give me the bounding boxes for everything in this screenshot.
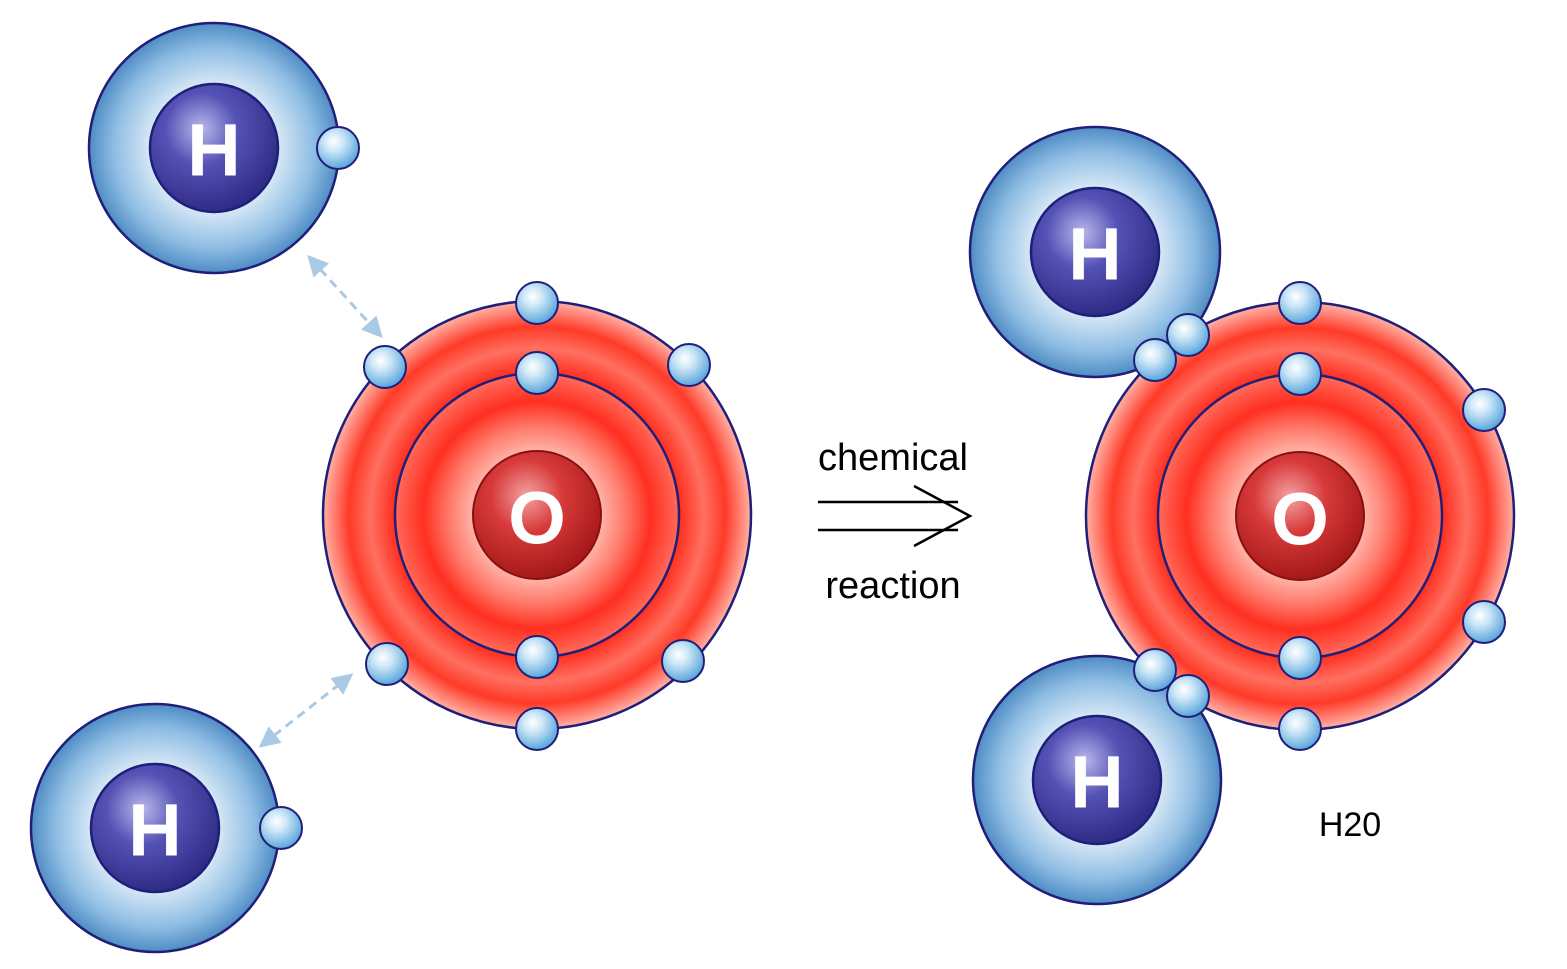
oxygen-right-electrons <box>1133 281 1506 751</box>
hydrogen-label: H <box>187 109 240 192</box>
reaction-label-top: chemical <box>818 437 968 479</box>
electron <box>365 642 409 686</box>
hydrogen-label: H <box>128 789 181 872</box>
electron <box>1278 352 1322 396</box>
hydrogen-nucleus <box>1029 186 1161 318</box>
electron <box>259 806 303 850</box>
oxygen-atom-right: O <box>1084 300 1516 732</box>
shared-electron <box>1166 674 1210 718</box>
hydrogen-nucleus <box>89 762 221 894</box>
electron <box>515 281 559 325</box>
electron <box>515 707 559 751</box>
hydrogen-label: H <box>1070 741 1123 824</box>
reaction-label-bottom: reaction <box>825 565 960 607</box>
oxygen-label: O <box>1271 478 1329 561</box>
oxygen-atom-left: O <box>321 281 753 751</box>
electron <box>316 126 360 170</box>
electron <box>1278 636 1322 680</box>
shared-electron <box>1166 313 1210 357</box>
shared-electron <box>1133 338 1177 382</box>
hydrogen-label: H <box>1068 213 1121 296</box>
double-arrow-icon <box>818 484 973 548</box>
hydrogen-atom-bonded-top: H <box>968 125 1222 379</box>
hydrogen-atom-top-left: H <box>87 21 360 275</box>
attraction-arrow-top <box>307 254 383 339</box>
oxygen-label: O <box>508 477 566 560</box>
electron <box>1462 388 1506 432</box>
electron <box>515 351 559 395</box>
electron <box>363 345 407 389</box>
electron <box>661 639 705 683</box>
product-label: H20 <box>1319 806 1381 844</box>
shared-electron <box>1133 648 1177 692</box>
electron <box>1462 600 1506 644</box>
attraction-arrow-bottom <box>258 673 354 748</box>
electron <box>667 343 711 387</box>
oxygen-nucleus <box>472 450 602 580</box>
hydrogen-nucleus <box>148 82 280 214</box>
hydrogen-atom-bottom-left: H <box>29 702 303 954</box>
electron <box>1278 281 1322 325</box>
electron <box>1278 707 1322 751</box>
electron <box>515 635 559 679</box>
oxygen-nucleus <box>1235 451 1365 581</box>
hydrogen-nucleus <box>1031 714 1163 846</box>
hydrogen-atom-bonded-bottom: H <box>971 654 1223 906</box>
